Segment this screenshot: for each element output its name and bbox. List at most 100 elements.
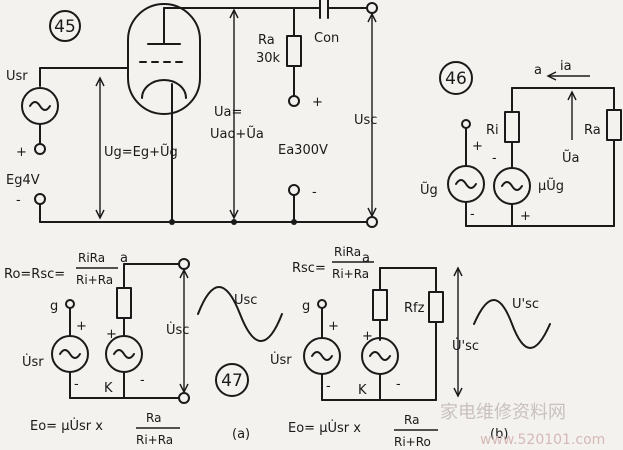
junction-dot: [231, 219, 237, 225]
source-plus-sign: +: [106, 327, 117, 342]
output-voltage-label: U̇'sc: [452, 339, 479, 354]
output-resistance-denominator: Ri+Ra: [332, 267, 369, 281]
output-terminal-bottom: [366, 216, 378, 228]
sine-wave-icon: [501, 181, 523, 191]
input-source-label: Ũg: [420, 182, 438, 198]
anode-resistor-label: Ra: [258, 33, 275, 48]
input-source-label: Usr: [6, 69, 28, 84]
input-plus-sign: +: [76, 319, 87, 334]
figure-47a-circuit: Ro=Rsc= RiRa Ri+Ra a + - K g + - U̇sr U̇…: [4, 251, 283, 447]
subfigure-a-label: (a): [232, 427, 250, 442]
input-terminal: [461, 119, 471, 129]
equivalent-emf-numerator: Ra: [146, 411, 161, 425]
load-resistor: [606, 109, 622, 141]
input-plus-terminal: [34, 143, 46, 155]
output-waveform: [473, 299, 551, 349]
triode-tube: [127, 3, 201, 115]
grid-terminal: [65, 299, 75, 309]
bias-plus-sign: +: [16, 145, 27, 160]
output-resistance-denominator: Ri+Ra: [76, 273, 113, 287]
sine-wave-icon: [455, 179, 477, 189]
watermark-title: 家电维修资料网: [440, 402, 566, 423]
output-waveform: [197, 286, 283, 342]
input-minus-sign: -: [470, 207, 475, 222]
figure-47-badge: [215, 363, 249, 397]
bias-label: Eg4V: [6, 173, 40, 188]
output-waveform-label: U'sc: [512, 297, 539, 312]
equivalent-emf-formula: Eo= μU̇sr x: [288, 421, 361, 436]
figure-47-number: 47: [221, 371, 243, 391]
internal-resistance: [116, 287, 132, 319]
cathode-node-label: K: [358, 383, 367, 398]
supply-plus-sign: +: [312, 95, 323, 110]
output-terminal-bottom: [178, 392, 190, 404]
output-terminal-top: [366, 2, 378, 14]
supply-plus-terminal: [288, 95, 300, 107]
anode-resistor-value: 30k: [256, 51, 281, 66]
grid-voltage-label: Ug=Eg+Ũg: [104, 144, 178, 160]
output-voltage-label: Usc: [354, 113, 377, 128]
junction-dot: [291, 219, 297, 225]
figure-45-badge: [49, 10, 81, 42]
watermark-url: www.520101.com: [480, 432, 605, 448]
triode-cathode: [141, 79, 187, 99]
output-voltage-label: U̇sc: [166, 323, 189, 338]
input-minus-sign: -: [74, 377, 79, 392]
anode-current-label: ia: [560, 59, 572, 74]
junction-dot: [169, 219, 175, 225]
grid-node-label: g: [50, 299, 58, 314]
load-resistor-label: Ra: [584, 123, 601, 138]
figure-46-number: 46: [445, 69, 467, 89]
output-resistance-numerator: RiRa: [78, 251, 105, 265]
bias-minus-terminal: [34, 193, 46, 205]
figure-45-circuit: 45 Con Ra 30k + Ea300V - Usr: [6, 0, 378, 228]
node-a-label: a: [362, 251, 370, 266]
figure-46-badge: [439, 61, 473, 95]
supply-minus-terminal: [288, 184, 300, 196]
anode-resistor: [286, 35, 302, 67]
controlled-source-label: μŨg: [538, 178, 564, 194]
supply-label: Ea300V: [278, 143, 328, 158]
subfigure-b-label: (b): [490, 427, 508, 442]
grid-terminal: [317, 299, 327, 309]
bias-minus-sign: -: [16, 193, 21, 208]
equivalent-emf-denominator: Ri+Ro: [394, 435, 431, 449]
input-plus-sign: +: [472, 139, 483, 154]
grid-node-label: g: [302, 299, 310, 314]
internal-resistance-label: Ri: [486, 123, 499, 138]
capacitor-label: Con: [314, 31, 339, 46]
sine-wave-icon: [113, 349, 135, 359]
output-resistance-formula-lhs: Ro=Rsc=: [4, 267, 65, 282]
source-minus-sign: -: [396, 377, 401, 392]
source-minus-sign: -: [140, 373, 145, 388]
anode-voltage-sum: Uao+Ũa: [210, 126, 264, 142]
feedback-resistor: [428, 291, 444, 323]
source-minus-sign: -: [492, 151, 497, 166]
anode-voltage-label: Ũa: [562, 150, 579, 166]
anode-voltage-label: Ua=: [214, 105, 242, 120]
node-a-label: a: [120, 251, 128, 266]
output-resistance-formula-lhs: Rsc=: [292, 261, 326, 276]
source-plus-sign: +: [362, 329, 373, 344]
internal-resistance: [504, 111, 520, 143]
output-terminal-top: [178, 258, 190, 270]
internal-resistance: [372, 289, 388, 321]
output-waveform-label: Usc: [234, 293, 257, 308]
output-resistance-numerator: RiRa: [334, 245, 361, 259]
feedback-resistor-label: Rfz: [404, 301, 425, 316]
sine-wave-icon: [59, 349, 81, 359]
equivalent-emf-numerator: Ra: [404, 413, 419, 427]
equivalent-emf-denominator: Ri+Ra: [136, 433, 173, 447]
source-plus-sign: +: [520, 209, 531, 224]
input-minus-sign: -: [326, 379, 331, 394]
figure-47b-circuit: Rsc= RiRa Ri+Ra a + - K Rfz g + - U̇sr U…: [270, 245, 551, 449]
sine-wave-icon: [311, 351, 333, 361]
input-plus-sign: +: [328, 319, 339, 334]
node-a-label: a: [534, 63, 542, 78]
input-source-label: U̇sr: [22, 355, 44, 370]
cathode-node-label: K: [104, 381, 113, 396]
figure-45-number: 45: [54, 17, 76, 37]
supply-minus-sign: -: [312, 185, 317, 200]
